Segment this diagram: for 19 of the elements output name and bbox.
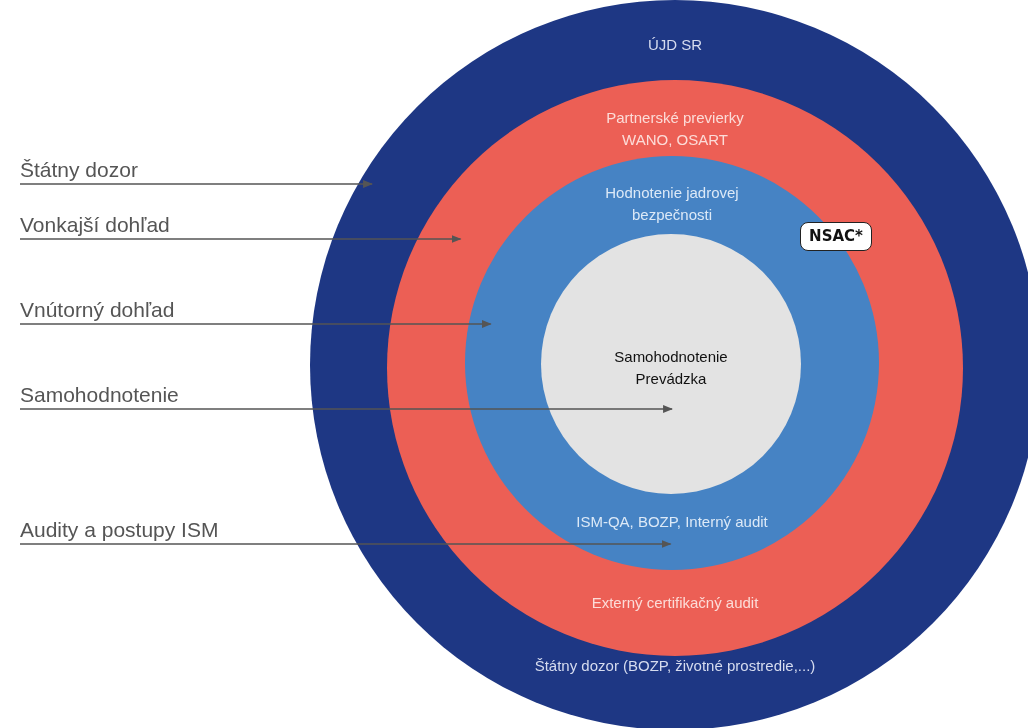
level-label: Štátny dozor	[20, 156, 138, 184]
level-label: Audity a postupy ISM	[20, 516, 219, 544]
arrow	[19, 320, 492, 328]
ring-label: Samohodnotenie Prevádzka	[613, 347, 729, 389]
arrow	[19, 180, 374, 188]
tag-label: NSAC*	[800, 222, 872, 251]
arrow	[19, 540, 672, 548]
ring-label: Externý certifikačný audit	[590, 593, 760, 613]
level-label: Samohodnotenie	[20, 381, 179, 409]
outer-ring	[310, 0, 1028, 728]
ring-label: ÚJD SR	[646, 35, 704, 55]
level-label: Vnútorný dohľad	[20, 296, 175, 324]
ring-label: Partnerské previerky WANO, OSART	[605, 108, 745, 150]
ring-label: Štátny dozor (BOZP, životné prostredie,...)	[533, 656, 817, 676]
ring-label: Hodnotenie jadrovej bezpečnosti	[604, 183, 740, 225]
level-label: Vonkajší dohľad	[20, 211, 170, 239]
ring-label: ISM-QA, BOZP, Interný audit	[575, 512, 769, 532]
arrow	[19, 235, 462, 243]
arrow	[19, 405, 674, 413]
